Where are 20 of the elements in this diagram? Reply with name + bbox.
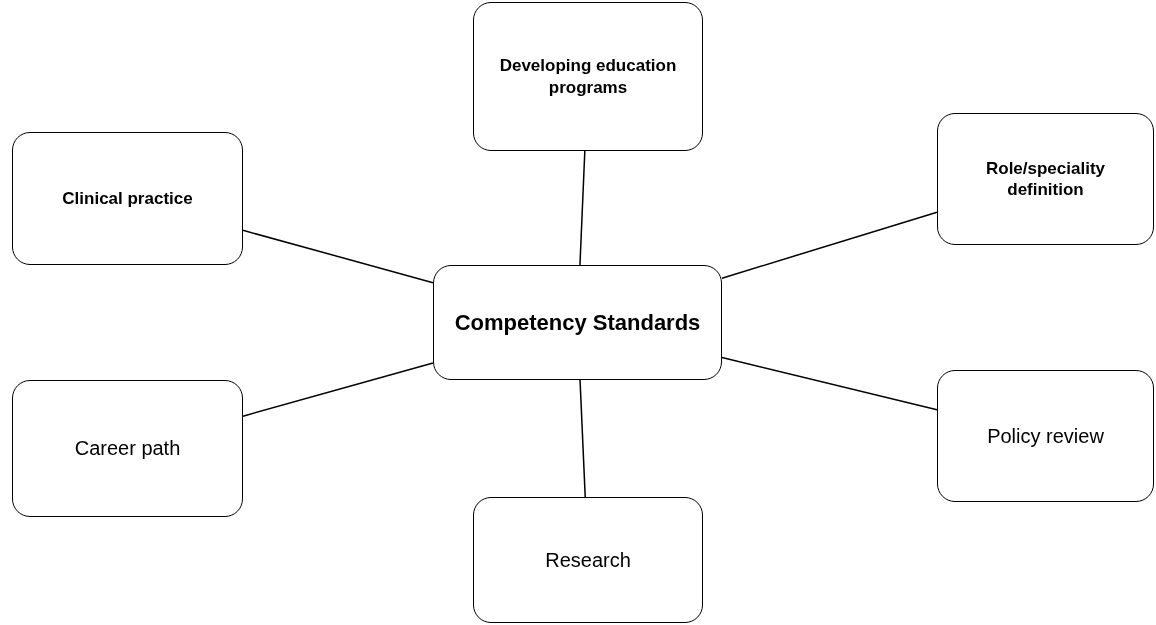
connector-line — [721, 356, 938, 411]
rounded-box — [473, 2, 703, 151]
connector-line — [579, 379, 586, 498]
rounded-box — [12, 132, 243, 265]
connector-line — [242, 229, 434, 284]
box-label: Policy review — [987, 423, 1104, 449]
connector-line — [242, 362, 434, 417]
rounded-box — [473, 497, 703, 623]
rounded-box — [937, 370, 1154, 502]
rounded-box — [12, 380, 243, 517]
box-label: Role/speciality definition — [984, 157, 1107, 201]
connector-line — [579, 150, 586, 266]
connector-line — [721, 211, 938, 279]
box-label: Competency Standards — [454, 308, 701, 337]
box-label: Clinical practice — [62, 187, 193, 210]
rounded-box — [937, 113, 1154, 245]
box-label: Developing education programs — [498, 55, 678, 98]
rounded-box — [433, 265, 722, 380]
box-label: Career path — [74, 436, 181, 461]
box-label: Research — [545, 547, 631, 573]
